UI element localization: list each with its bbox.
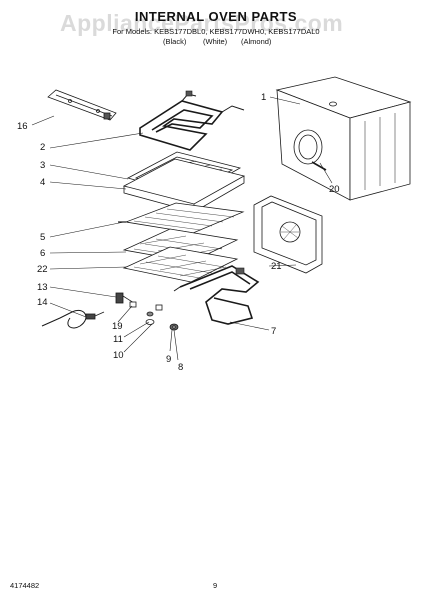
part-broil-element — [139, 90, 245, 151]
callout-5: 5 — [40, 232, 45, 243]
color-label-black: (Black) — [163, 37, 187, 46]
callout-9: 9 — [166, 354, 171, 365]
leader-lines — [31, 96, 333, 361]
part-convection-panel — [253, 195, 323, 274]
part-oven-cavity — [275, 76, 412, 201]
part-sensor-bracket — [115, 292, 137, 308]
part-rack-slide — [122, 246, 239, 283]
callout-13: 13 — [37, 282, 48, 293]
callout-10: 10 — [113, 350, 124, 361]
callout-1: 1 — [261, 92, 266, 103]
callout-6: 6 — [40, 248, 45, 259]
watermark: AppliancePartsPros.com — [60, 10, 344, 36]
model-numbers: For Models: KEBS177DBL0, KEBS177DWH0, KE… — [112, 27, 320, 36]
callout-11: 11 — [113, 334, 123, 345]
callout-3: 3 — [40, 160, 45, 171]
document-number: 4174482 — [10, 581, 40, 590]
color-label-white: (White) — [203, 37, 228, 46]
part-rear-bracket — [47, 89, 117, 121]
callout-4: 4 — [40, 177, 45, 188]
part-bake-element — [173, 265, 260, 325]
callout-2: 2 — [40, 142, 45, 153]
callout-8: 8 — [178, 362, 183, 373]
callout-22: 22 — [37, 264, 48, 275]
part-temperature-sensor — [41, 310, 105, 329]
diagram-title: INTERNAL OVEN PARTS — [134, 9, 298, 24]
callout-19: 19 — [112, 321, 123, 332]
callout-16: 16 — [17, 121, 28, 132]
part-hardware-set — [145, 304, 179, 331]
color-label-almond: (Almond) — [241, 37, 272, 46]
callout-7: 7 — [271, 326, 276, 337]
part-oven-rack — [118, 202, 245, 234]
page-number: 9 — [213, 581, 218, 590]
callout-14: 14 — [37, 297, 48, 308]
callout-20: 20 — [329, 184, 340, 195]
callout-21: 21 — [271, 261, 282, 272]
callout-numbers: 1 2 3 4 5 6 7 8 9 10 11 13 14 16 19 20 2… — [17, 92, 340, 373]
